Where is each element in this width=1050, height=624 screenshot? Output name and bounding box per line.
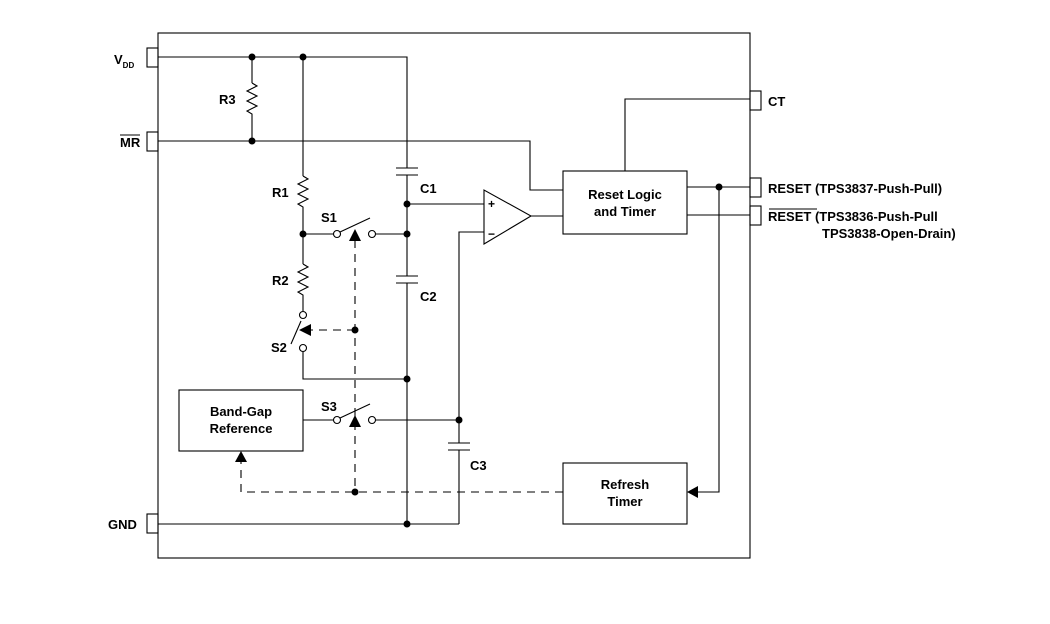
gnd-pin (146, 513, 159, 534)
s2-label: S2 (271, 340, 287, 355)
vdd-label: VDD (114, 52, 134, 70)
c2-label: C2 (420, 289, 437, 304)
ct-label: CT (768, 94, 785, 109)
comparator-triangle (483, 189, 533, 245)
mr-wire (158, 140, 563, 191)
s1-switch-blade (339, 217, 371, 233)
junction-dot (351, 326, 359, 334)
s1-label: S1 (321, 210, 337, 225)
s2-control-arrow (299, 324, 311, 336)
junction-dot (248, 53, 256, 61)
reset-bar-label-line2: TPS3838-Open-Drain) (822, 226, 956, 241)
junction-dot (351, 488, 359, 496)
ct-pin (749, 90, 762, 111)
reset-bar-pin (749, 205, 762, 226)
reset-label: RESET (TPS3837-Push-Pull) (768, 181, 942, 196)
bandgap-line1: Band-Gap (210, 404, 272, 419)
junction-dot (299, 53, 307, 61)
s1-control-arrow (349, 229, 361, 241)
reset-logic-line1: Reset Logic (588, 187, 662, 202)
junction-dot (248, 137, 256, 145)
refresh-arrow (687, 486, 698, 498)
chip-outline (157, 32, 751, 559)
junction-dot (455, 416, 463, 424)
gnd-label: GND (108, 517, 137, 532)
reset-bar-label: RESET (TPS3836-Push-Pull (768, 209, 938, 224)
s2-switch-blade (290, 320, 302, 345)
s1-contact-left (332, 229, 342, 239)
r2-resistor (296, 263, 310, 311)
junction-dot (403, 375, 411, 383)
junction-dot (403, 230, 411, 238)
s3-contact-left (332, 415, 342, 425)
s2-contact-bottom (298, 343, 308, 353)
refresh-line2: Timer (607, 494, 642, 509)
junction-dot (403, 200, 411, 208)
junction-dot (403, 520, 411, 528)
junction-dot (715, 183, 723, 191)
ct-wire (624, 98, 750, 171)
r2-label: R2 (272, 273, 289, 288)
comp-minus-wire (458, 231, 484, 420)
vdd-pin (146, 47, 159, 68)
reset-logic-block (562, 170, 688, 235)
r1-label: R1 (272, 185, 289, 200)
s3-control-arrow (349, 415, 361, 427)
s2-contact-top (298, 310, 308, 320)
bandgap-control-arrow (235, 451, 247, 462)
c1-label: C1 (420, 181, 437, 196)
refresh-feedback-wire (698, 187, 720, 493)
control-dash-bottom (240, 460, 563, 493)
junction-dot (299, 230, 307, 238)
s3-label: S3 (321, 399, 337, 414)
reset-logic-line2: and Timer (594, 204, 656, 219)
r3-resistor (245, 82, 259, 141)
reset-pin (749, 177, 762, 198)
s3-contact-right (367, 415, 377, 425)
comparator-plus: + (488, 197, 495, 211)
refresh-line1: Refresh (601, 477, 649, 492)
bandgap-line2: Reference (210, 421, 273, 436)
r3-label: R3 (219, 92, 236, 107)
comparator-minus: − (488, 227, 495, 241)
refresh-timer-block (562, 462, 688, 525)
mr-pin (146, 131, 159, 152)
c3-label: C3 (470, 458, 487, 473)
r1-resistor (296, 175, 310, 234)
s1-contact-right (367, 229, 377, 239)
vdd-rail (158, 56, 408, 168)
s2-wire (302, 351, 407, 380)
mr-label: MR (120, 135, 141, 150)
